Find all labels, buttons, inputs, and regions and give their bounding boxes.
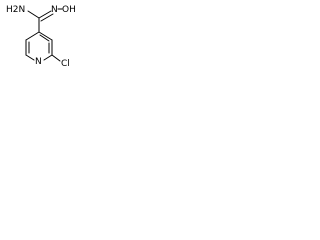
chemical-structure-diagram: H2N N OH N Cl bbox=[6, 5, 76, 69]
ring-bond-c4-c3 bbox=[38, 31, 53, 41]
atom-labels: H2N N OH N Cl bbox=[6, 5, 76, 69]
ring-bond-c2-n bbox=[43, 54, 53, 61]
ring-inner-double-1 bbox=[39, 34, 50, 42]
bond-c-n-double-a bbox=[38, 10, 52, 19]
label-hydroxyl: OH bbox=[62, 5, 76, 15]
bonds bbox=[25, 8, 63, 62]
label-ring-n: N bbox=[35, 57, 42, 67]
bond-c-n-double-b bbox=[40, 13, 54, 22]
label-amine: H2N bbox=[6, 5, 25, 15]
label-imine-n: N bbox=[51, 5, 58, 15]
label-chlorine: Cl bbox=[61, 59, 70, 69]
ring-bond-n-c6 bbox=[25, 54, 35, 61]
ring-bond-c5-c4 bbox=[25, 31, 40, 41]
bond-c-cl bbox=[51, 54, 61, 62]
bond-c-nh2 bbox=[27, 10, 40, 19]
